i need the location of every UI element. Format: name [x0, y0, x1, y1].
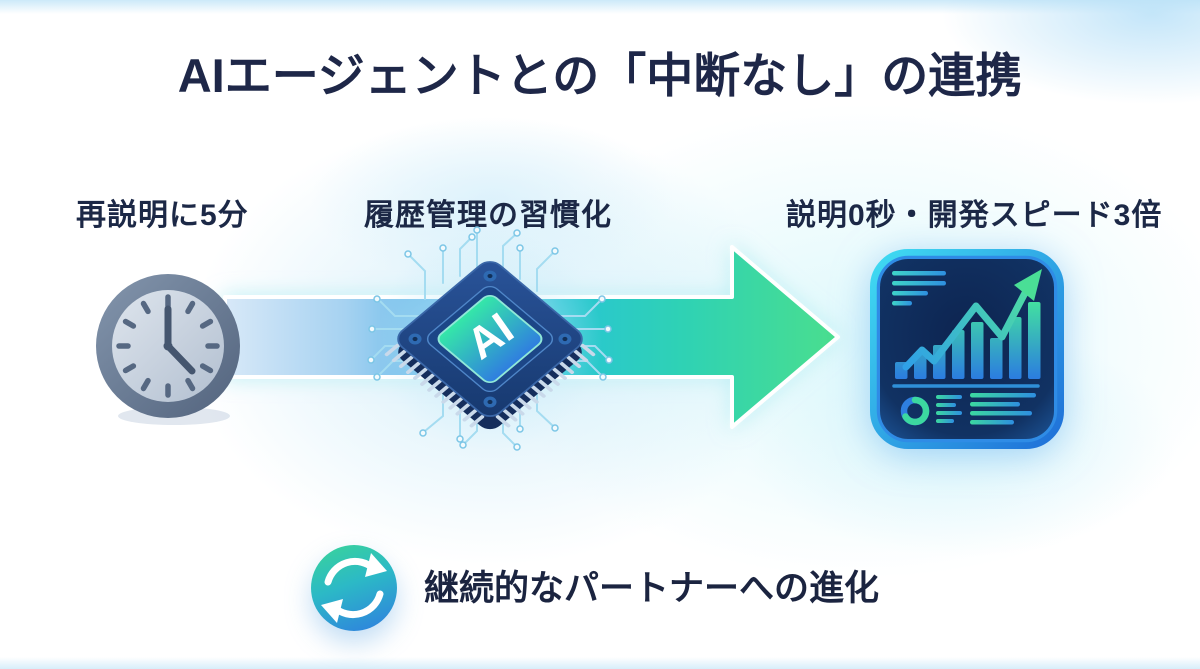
label-before: 再説明に5分 [76, 199, 249, 232]
ai-chip-icon: AI [367, 226, 613, 451]
label-process: 履歴管理の習慣化 [364, 199, 612, 232]
label-after: 説明0秒・開発スピード3倍 [786, 199, 1163, 232]
dashboard-chart-icon [870, 249, 1064, 449]
clock-icon [96, 274, 240, 425]
page-title: AIエージェントとの「中断なし」の連携 [177, 49, 1023, 102]
sync-icon [311, 545, 397, 631]
footer-label: 継続的なパートナーへの進化 [424, 569, 880, 608]
donut-chart-glyph [900, 396, 930, 426]
